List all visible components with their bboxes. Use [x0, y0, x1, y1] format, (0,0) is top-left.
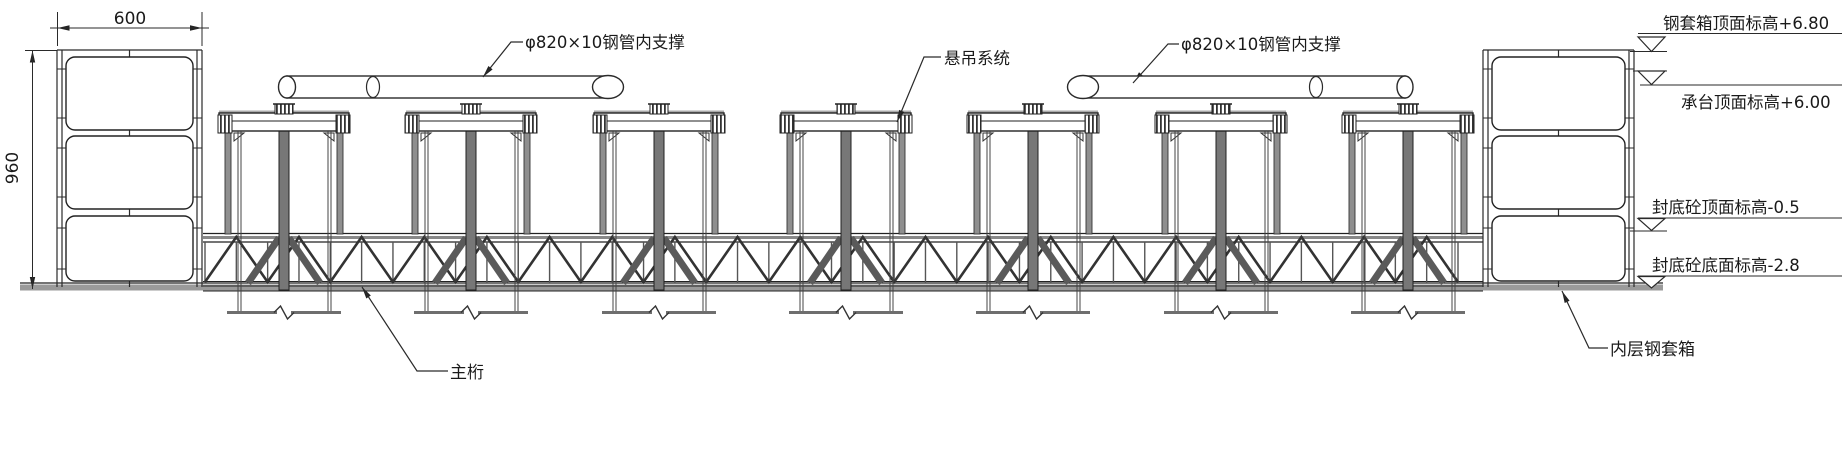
height-dimension: 960 — [3, 50, 57, 289]
pipe-joint — [1308, 75, 1324, 99]
cofferdam-wall-section — [56, 49, 203, 287]
pipe-end-cap — [1396, 75, 1414, 99]
label-main-truss: 主桁 — [450, 363, 484, 383]
width-dimension: 600 — [50, 9, 209, 46]
label-suspension-system: 悬吊系统 — [944, 49, 1010, 68]
elevation-marker-seal-top: 封底砼顶面标高-0.5 — [1630, 198, 1842, 232]
elevation-text-pilecap-top: 承台顶面标高+6.00 — [1681, 93, 1831, 112]
elevation-marker-pilecap-top: 承台顶面标高+6.00 — [1633, 70, 1842, 112]
label-inner-cofferdam: 内层钢套箱 — [1610, 340, 1695, 360]
steel-pipe-brace-left — [277, 74, 625, 100]
cofferdam-wall-sections — [56, 49, 1635, 287]
label-pipe-brace-right: φ820×10钢管内支撑 — [1181, 35, 1341, 54]
hanger-unit — [1154, 103, 1288, 291]
pipe-end-ellipse — [591, 74, 625, 100]
hanger-unit — [217, 103, 351, 291]
label-pipe-brace-left: φ820×10钢管内支撑 — [525, 33, 685, 52]
hanger-unit — [966, 103, 1100, 291]
hanger-unit — [779, 103, 913, 291]
pile-supports — [227, 131, 1465, 321]
elevation-marker-seal-bottom: 封底砼底面标高-2.8 — [1636, 256, 1842, 289]
hanger-unit — [404, 103, 538, 291]
pipe-end-ellipse — [1066, 74, 1100, 100]
cofferdam-wall-section — [1482, 49, 1635, 287]
elevation-text-seal-bottom: 封底砼底面标高-2.8 — [1652, 256, 1800, 275]
suspension-hanger-units — [217, 103, 1475, 291]
elevation-text-seal-top: 封底砼顶面标高-0.5 — [1652, 198, 1800, 217]
pipe-joint — [365, 75, 381, 99]
width-dimension-value: 600 — [114, 9, 146, 29]
pipe-end-cap — [277, 75, 297, 99]
elevation-text-box-top: 钢套箱顶面标高+6.80 — [1663, 14, 1829, 33]
steel-pipe-brace-right — [1066, 74, 1414, 100]
elevation-marker-box-top: 钢套箱顶面标高+6.80 — [1630, 14, 1842, 53]
height-dimension-value: 960 — [3, 152, 23, 184]
leader-lines — [361, 41, 1608, 372]
